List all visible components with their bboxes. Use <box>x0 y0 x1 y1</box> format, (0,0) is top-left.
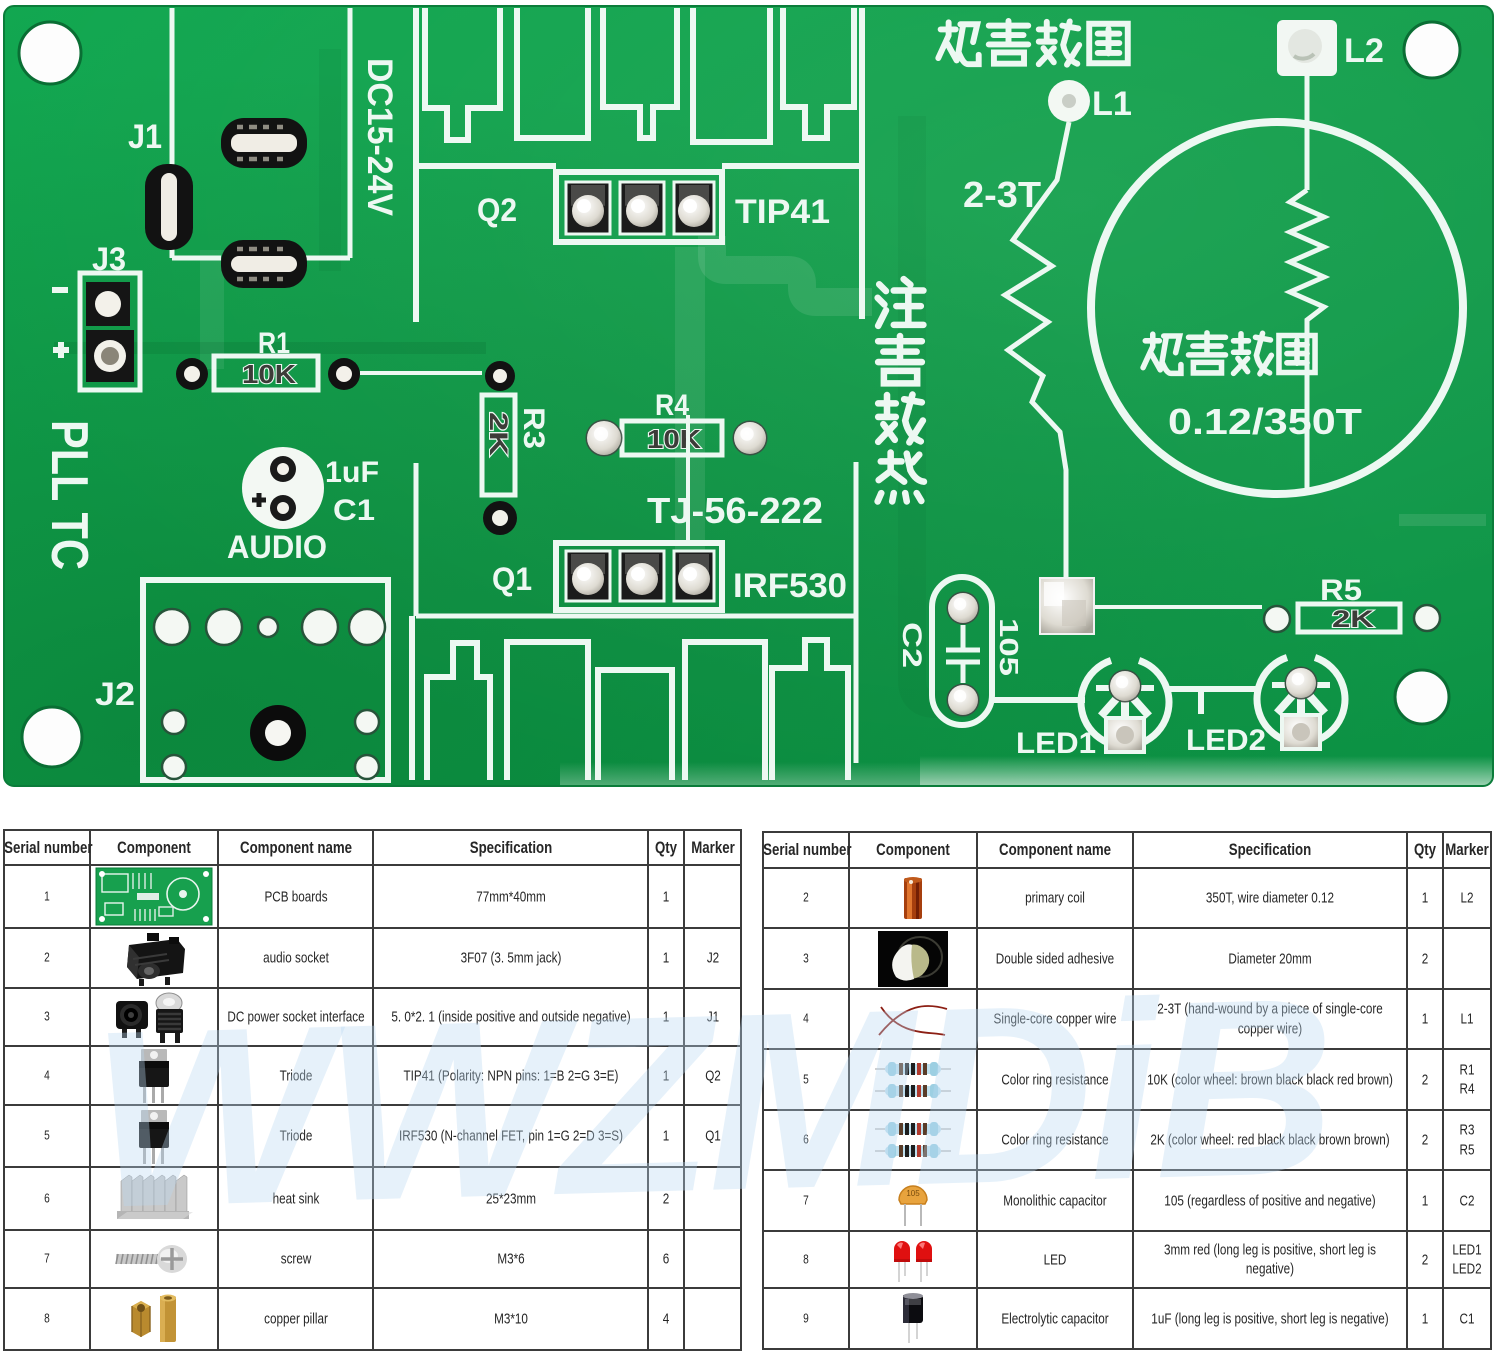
svg-text:0.12/350T: 0.12/350T <box>1168 401 1362 442</box>
svg-text:10K: 10K <box>242 359 296 389</box>
svg-text:R4: R4 <box>655 389 689 422</box>
svg-text:LED1: LED1 <box>1016 727 1096 760</box>
svg-text:2-3T: 2-3T <box>963 174 1041 215</box>
svg-text:10K: 10K <box>647 424 701 454</box>
svg-text:C1: C1 <box>333 494 375 527</box>
svg-text:IRF530: IRF530 <box>733 567 847 605</box>
svg-text:1uF: 1uF <box>325 456 379 489</box>
svg-text:105: 105 <box>994 618 1024 676</box>
svg-text:2K: 2K <box>1332 606 1375 633</box>
svg-text:AUDIO: AUDIO <box>227 529 327 565</box>
svg-text:PLL TC: PLL TC <box>40 420 98 570</box>
svg-text:DC15-24V: DC15-24V <box>360 58 399 217</box>
svg-text:L1: L1 <box>1092 85 1132 123</box>
svg-text:2K: 2K <box>484 412 512 456</box>
svg-text:J2: J2 <box>95 676 135 712</box>
svg-text:TIP41: TIP41 <box>735 193 830 231</box>
svg-text:TJ-56-222: TJ-56-222 <box>647 490 823 531</box>
svg-text:LED2: LED2 <box>1186 724 1266 757</box>
svg-text:C2: C2 <box>897 622 927 668</box>
svg-text:105: 105 <box>906 1189 920 1198</box>
svg-text:J1: J1 <box>128 118 162 156</box>
svg-text:Q2: Q2 <box>477 192 517 228</box>
svg-text:R3: R3 <box>517 407 550 449</box>
svg-text:L2: L2 <box>1344 32 1384 70</box>
svg-text:Q1: Q1 <box>492 561 532 597</box>
